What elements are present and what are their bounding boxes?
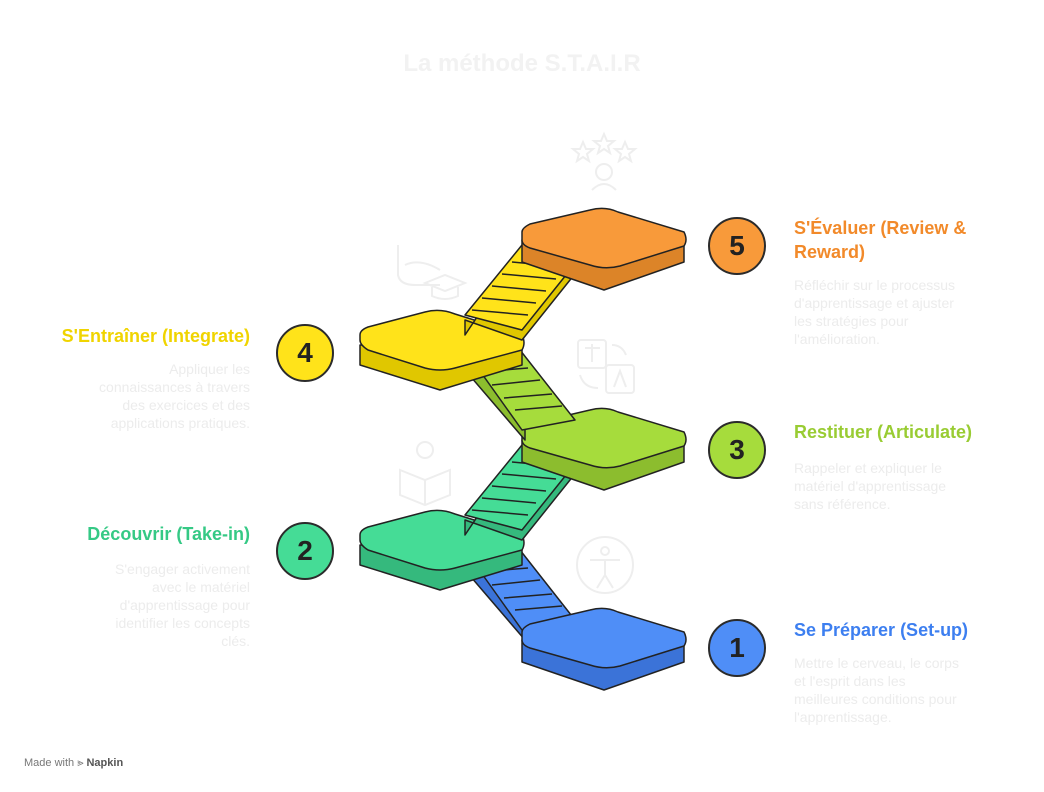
step-5-title: S'Évaluer (Review & Reward)	[794, 216, 1024, 264]
step-4-number: 4	[276, 324, 334, 382]
step-1-number: 1	[708, 619, 766, 677]
step-5-title-line: Reward)	[794, 242, 866, 262]
platform-1	[521, 607, 687, 691]
desc-line: matériel d'apprentissage	[794, 478, 947, 494]
desc-line: Réfléchir sur le processus	[794, 277, 956, 293]
napkin-logo-icon: ⪢	[77, 757, 84, 769]
desc-line: les stratégies pour	[794, 313, 909, 329]
made-with-text: Made with	[24, 757, 75, 769]
desc-line: et l'esprit dans les	[794, 673, 906, 689]
step-5-description: Réfléchir sur le processus d'apprentissa…	[794, 276, 1024, 348]
desc-line: des exercices et des	[122, 397, 250, 413]
desc-line: meilleures conditions pour	[794, 691, 957, 707]
stars-person-icon	[570, 131, 638, 191]
person-reading-book-icon	[399, 441, 451, 507]
step-3-number: 3	[708, 421, 766, 479]
desc-line: Appliquer les	[169, 361, 250, 377]
brand-name: Napkin	[86, 757, 124, 769]
step-2-description: S'engager activement avec le matériel d'…	[20, 560, 250, 650]
step-4-title: S'Entraîner (Integrate)	[61, 326, 250, 346]
desc-line: S'engager activement	[115, 561, 250, 577]
graduate-hand-icon	[397, 245, 468, 300]
desc-line: d'apprentissage pour	[119, 597, 250, 613]
desc-line: Mettre le cerveau, le corps	[794, 655, 959, 671]
step-5-number: 5	[708, 217, 766, 275]
step-5-title-line: S'Évaluer (Review &	[794, 218, 967, 238]
footer: Made with ⪢ Napkin	[24, 757, 123, 770]
accessibility-person-icon	[576, 536, 634, 594]
step-4-description: Appliquer les connaissances à travers de…	[20, 360, 250, 432]
desc-line: identifier les concepts	[115, 615, 250, 631]
desc-line: applications pratiques.	[110, 415, 250, 431]
desc-line: d'apprentissage et ajuster	[794, 295, 954, 311]
step-1-title: Se Préparer (Set-up)	[794, 620, 969, 640]
desc-line: connaissances à travers	[99, 379, 250, 395]
step-1-description: Mettre le cerveau, le corps et l'esprit …	[794, 654, 1024, 726]
step-2-number: 2	[276, 522, 334, 580]
desc-line: l'amélioration.	[794, 331, 880, 347]
desc-line: sans référence.	[794, 496, 891, 512]
desc-line: clés.	[221, 633, 250, 649]
step-3-description: Rappeler et expliquer le matériel d'appr…	[794, 459, 1024, 513]
desc-line: avec le matériel	[151, 579, 250, 595]
translate-icon	[577, 339, 635, 394]
platform-5	[521, 207, 687, 291]
step-2-title: Découvrir (Take-in)	[87, 524, 250, 544]
page-title: La méthode S.T.A.I.R	[403, 50, 641, 77]
step-3-title: Restituer (Articulate)	[794, 422, 973, 442]
desc-line: Rappeler et expliquer le	[794, 460, 942, 476]
desc-line: l'apprentissage.	[794, 709, 892, 725]
